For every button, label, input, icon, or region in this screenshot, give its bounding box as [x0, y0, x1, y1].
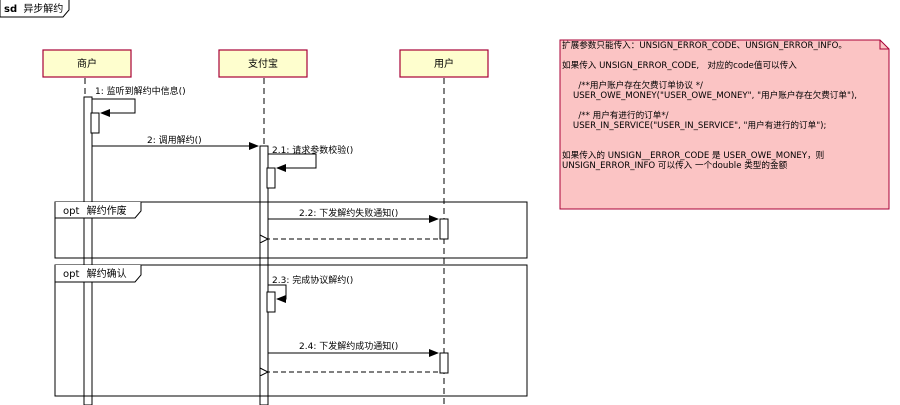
- note-line: 扩展参数只能传入：UNSIGN_ERROR_CODE、UNSIGN_ERROR_…: [562, 41, 848, 51]
- opt-1-guard: 解约作废: [87, 204, 127, 217]
- sd-frame-tab: sd 异步解约: [0, 0, 70, 18]
- message-2-3-label: 2.3: 完成协议解约(): [272, 274, 353, 286]
- participant-user[interactable]: 用户: [399, 49, 489, 78]
- message-2-2-label: 2.2: 下发解约失败通知(): [299, 207, 398, 219]
- note-line: [562, 141, 887, 151]
- message-2-1: 2.1: 请求参数校验(): [268, 144, 353, 172]
- activation-user-1: [439, 218, 449, 240]
- activation-alipay-self-1: [266, 167, 276, 189]
- participant-merchant[interactable]: 商户: [42, 49, 132, 78]
- svg-text:opt 解约作废: opt 解约作废: [63, 204, 127, 217]
- note-line: [562, 51, 887, 61]
- note-line: 如果传入的 UNSIGN__ERROR_CODE 是 USER_OWE_MONE…: [562, 151, 825, 161]
- message-2-4: 2.4: 下发解约成功通知(): [268, 340, 439, 372]
- opt-1-operator: opt: [63, 206, 79, 217]
- note-text: 扩展参数只能传入：UNSIGN_ERROR_CODE、UNSIGN_ERROR_…: [560, 40, 889, 209]
- opt-2-operator: opt: [63, 269, 79, 280]
- note-line: UNSIGN_ERROR_INFO 可以传入 一个double 类型的金额: [562, 161, 788, 171]
- activation-alipay-self-2: [266, 291, 276, 313]
- note-line: [562, 71, 887, 81]
- opt-fragment-1: opt 解约作废: [54, 201, 528, 259]
- note-line: USER_IN_SERVICE("USER_IN_SERVICE", "用户有进…: [562, 121, 827, 131]
- opt-fragment-2: opt 解约确认: [54, 264, 528, 397]
- note-line: [562, 131, 887, 141]
- activation-merchant-self: [90, 112, 100, 134]
- sd-keyword: sd: [4, 4, 17, 15]
- participant-user-label: 用户: [434, 57, 454, 70]
- svg-text:sd 异步解约: sd 异步解约: [4, 2, 63, 15]
- svg-text:opt 解约确认: opt 解约确认: [63, 267, 127, 280]
- message-2-4-label: 2.4: 下发解约成功通知(): [299, 340, 398, 352]
- message-2-3: 2.3: 完成协议解约(): [268, 274, 353, 303]
- activation-alipay: [259, 145, 269, 405]
- note-line: 如果传入 UNSIGN_ERROR_CODE, 对应的code值可以传入: [562, 61, 797, 71]
- participant-alipay[interactable]: 支付宝: [218, 49, 308, 78]
- note-box: [559, 39, 890, 210]
- sd-name: 异步解约: [23, 2, 63, 15]
- message-1: 1: 监听到解约中信息(): [92, 85, 186, 117]
- participant-alipay-label: 支付宝: [248, 57, 278, 70]
- note-line: /** 用户有进行的订单*/: [562, 111, 669, 121]
- message-2-label: 2: 调用解约(): [147, 134, 202, 146]
- message-2-1-label: 2.1: 请求参数校验(): [272, 144, 353, 156]
- note-line: [562, 101, 887, 111]
- note-line: /**用户账户存在欠费订单协议 */: [562, 81, 703, 91]
- message-2: 2: 调用解约(): [92, 134, 259, 150]
- note-line: USER_OWE_MONEY("USER_OWE_MONEY", "用户账户存在…: [562, 91, 858, 101]
- opt-2-guard: 解约确认: [87, 267, 127, 280]
- message-2-2: 2.2: 下发解约失败通知(): [268, 207, 439, 239]
- activation-user-2: [439, 352, 449, 374]
- participant-merchant-label: 商户: [77, 57, 97, 70]
- activation-merchant: [83, 96, 93, 405]
- message-1-label: 1: 监听到解约中信息(): [95, 85, 186, 97]
